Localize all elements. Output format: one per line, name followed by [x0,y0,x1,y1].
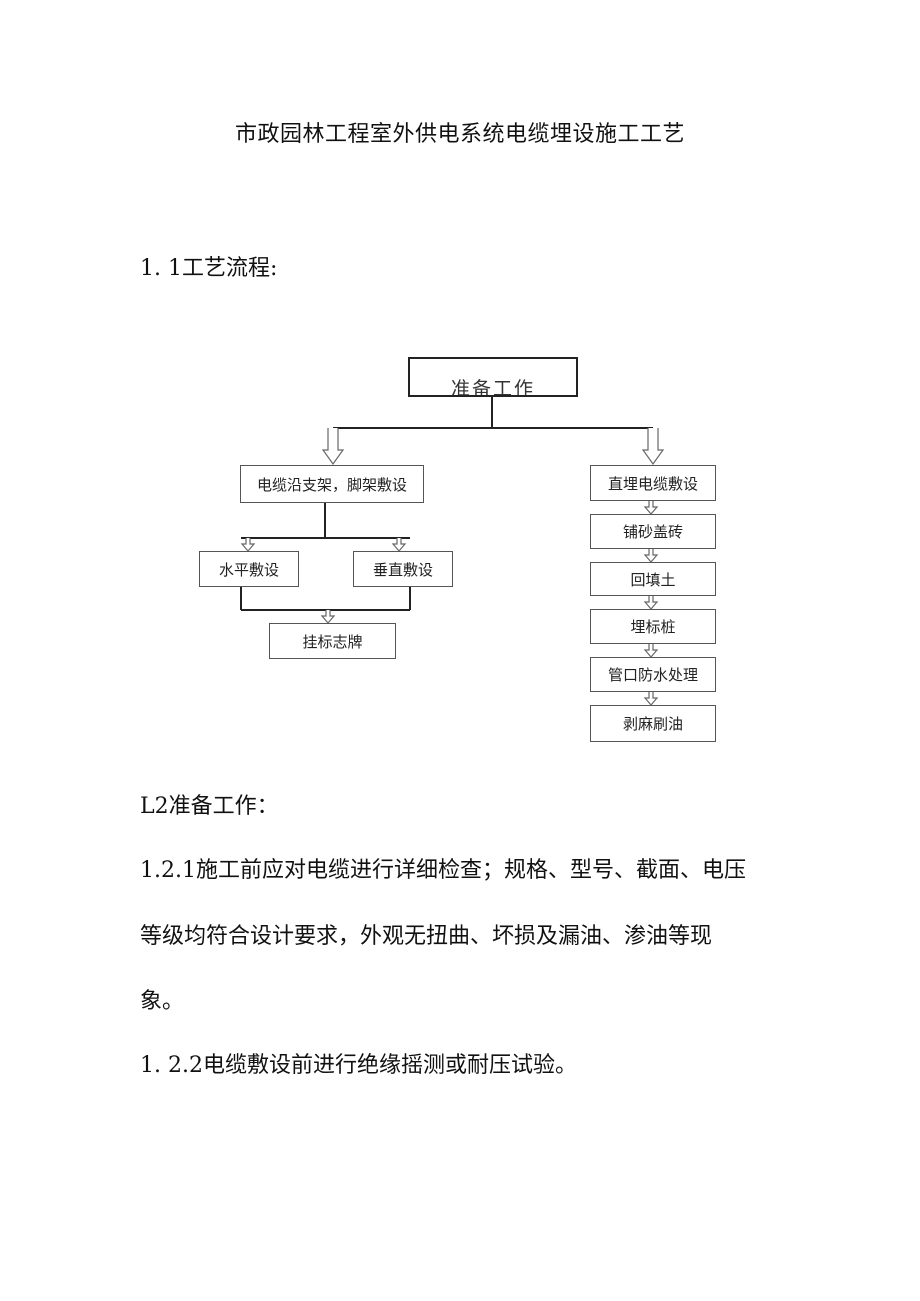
flowchart-connectors [240,395,665,706]
flow-box-prepare-label: 准备工作 [450,378,535,397]
flow-box-bracket-laying: 电缆沿支架，脚架敷设 [240,465,424,503]
flow-box-marker-post: 埋标桩 [590,609,716,644]
flow-box-pipe-waterproof: 管口防水处理 [590,657,716,692]
document-title: 市政园林工程室外供电系统电缆埋设施工工艺 [234,122,685,147]
paragraph-1-2-1-line-1: 1.2.1施工前应对电缆进行详细检查；规格、型号、截面、电压 [140,858,746,883]
flow-box-direct-burial: 直埋电缆敷设 [590,465,716,501]
section-heading-process: 1. 1工艺流程: [140,256,278,281]
paragraph-1-2-1-line-3: 象。 [140,989,185,1014]
flow-box-hang-sign: 挂标志牌 [269,623,396,659]
flow-box-sand-brick: 铺砂盖砖 [590,514,716,549]
paragraph-1-2-1-line-2: 等级均符合设计要求，外观无扭曲、坏损及漏油、渗油等现 [140,924,713,949]
section-heading-preparation: L2准备工作： [140,794,279,819]
flow-box-strip-paint: 剥麻刷油 [590,705,716,742]
flow-box-vertical-laying: 垂直敷设 [353,551,453,587]
flow-box-horizontal-laying: 水平敷设 [199,551,299,587]
process-flowchart: 准备工作 电缆沿支架，脚架敷设 水平敷设 垂直敷设 挂标志牌 直埋电缆敷设 铺砂… [195,350,725,750]
paragraph-1-2-2: 1. 2.2电缆敷设前进行绝缘摇测或耐压试验。 [140,1053,577,1078]
flow-box-backfill: 回填土 [590,562,716,596]
flow-box-prepare: 准备工作 [408,357,578,397]
